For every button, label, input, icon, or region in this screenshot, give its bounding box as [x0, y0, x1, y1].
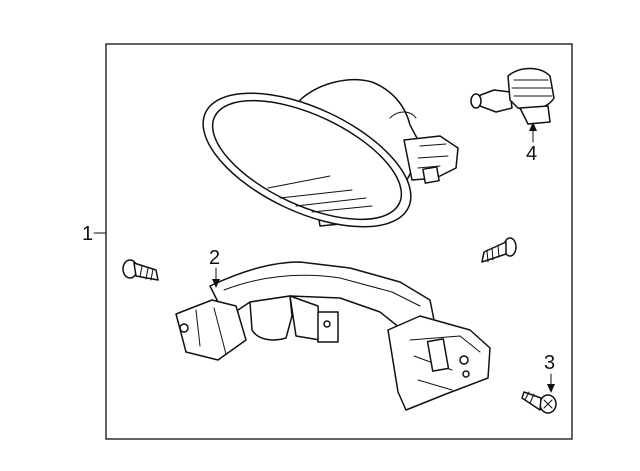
callout-4: 4 — [526, 143, 537, 165]
screw-right — [481, 237, 517, 263]
callout-4-arrow — [529, 122, 537, 131]
fog-lamp-bracket — [175, 261, 491, 411]
fog-lamp-bulb — [470, 67, 555, 125]
screw-part-3 — [521, 391, 557, 414]
callout-2-arrow — [212, 279, 220, 288]
diagram-frame — [105, 43, 573, 440]
screw-left — [122, 259, 159, 281]
callout-1: 1 — [82, 223, 93, 245]
callout-3-arrow — [547, 384, 555, 393]
callout-2: 2 — [209, 247, 220, 269]
fog-lamp-housing — [202, 79, 459, 228]
callout-3: 3 — [544, 352, 555, 374]
